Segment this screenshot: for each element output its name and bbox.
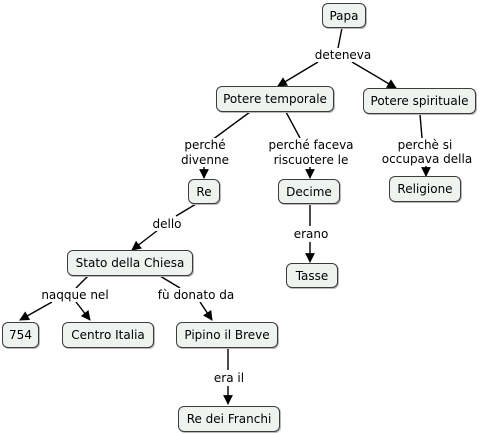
link-label-dello: dello	[146, 217, 188, 231]
edge-naqque-754	[19, 301, 53, 321]
edge-donato-pipino	[199, 301, 213, 321]
edge-stato-donato	[159, 275, 181, 289]
link-label-fu-donato-da: fù donato da	[152, 288, 240, 302]
edge-temporale-faceva	[285, 111, 301, 139]
node-754[interactable]: 754	[2, 322, 39, 348]
edge-papa-deteneva	[337, 27, 343, 49]
node-potere-spirituale[interactable]: Potere spirituale	[363, 88, 476, 114]
edge-stato-naqque	[75, 275, 89, 289]
link-label-era-il: era il	[206, 371, 252, 385]
node-stato-della-chiesa[interactable]: Stato della Chiesa	[67, 250, 193, 276]
link-label-perche-divenne-1: perché	[176, 138, 234, 152]
edge-deteneva-spirituale	[351, 61, 397, 89]
edge-naqque-centro	[75, 301, 91, 321]
edge-spirituale-perche	[419, 113, 423, 139]
node-potere-temporale[interactable]: Potere temporale	[216, 86, 334, 112]
node-decime[interactable]: Decime	[278, 179, 340, 204]
node-re-dei-franchi[interactable]: Re dei Franchi	[178, 406, 280, 432]
node-re[interactable]: Re	[188, 179, 220, 204]
link-label-perche-si-2: occupava della	[378, 152, 476, 166]
link-label-perche-si-1: perchè si	[392, 138, 458, 152]
edge-dello-stato	[131, 229, 159, 251]
node-pipino-il-breve[interactable]: Pipino il Breve	[176, 322, 278, 348]
edge-temporale-perche	[211, 111, 251, 141]
link-label-perche-faceva-2: riscuotere le	[266, 153, 356, 167]
node-religione[interactable]: Religione	[389, 176, 461, 202]
edge-deteneva-temporale	[277, 61, 319, 87]
link-label-deteneva: deteneva	[312, 48, 374, 62]
node-centro-italia[interactable]: Centro Italia	[62, 322, 154, 348]
link-label-perche-faceva-1: perché faceva	[262, 138, 360, 152]
link-label-naqque-nel: naqque nel	[36, 288, 114, 302]
node-papa[interactable]: Papa	[322, 3, 366, 28]
link-label-erano: erano	[288, 227, 334, 241]
node-tasse[interactable]: Tasse	[286, 263, 338, 288]
edge-re-dello	[175, 203, 197, 217]
link-label-perche-divenne-2: divenne	[174, 153, 236, 167]
